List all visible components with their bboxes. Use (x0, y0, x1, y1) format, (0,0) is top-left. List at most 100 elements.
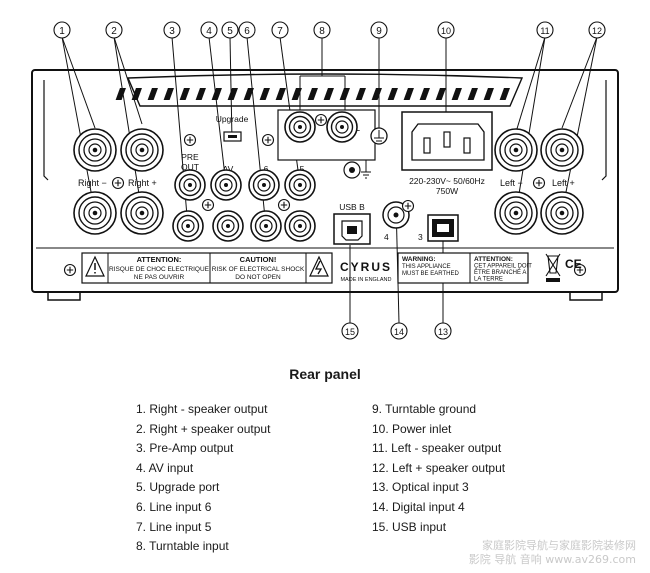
svg-text:Right +: Right + (128, 178, 157, 188)
svg-text:11: 11 (540, 26, 549, 36)
svg-text:ATTENTION:: ATTENTION: (137, 255, 182, 264)
callout-10: 10 (437, 21, 455, 39)
svg-text:NE PAS OUVRIR: NE PAS OUVRIR (134, 274, 185, 281)
callout-15: 15 (341, 322, 359, 340)
watermark-line-1: 家庭影院导航与家庭影院装修网 (482, 539, 636, 552)
rear-panel-diagram: 1 2 3 4 5 6 7 8 9 10 11 12 13 14 15 Righ… (31, 21, 619, 340)
left-minus-post-top (494, 128, 538, 172)
callout-6: 6 (238, 21, 256, 39)
svg-text:9: 9 (376, 26, 382, 37)
line5-right-jack (284, 210, 316, 242)
svg-text:2: 2 (111, 26, 117, 37)
callout-14: 14 (390, 322, 408, 340)
left-minus-post-bottom (494, 191, 538, 235)
turntable-input: R L (277, 109, 388, 179)
svg-text:OUT: OUT (181, 162, 199, 172)
right-plus-post-top (120, 128, 164, 172)
svg-text:12: 12 (592, 26, 602, 36)
svg-text:15: 15 (345, 327, 355, 337)
watermark-line-2: 影院 导航 音响 www.av269.com (468, 553, 636, 566)
legend-item: 2. Right + speaker output (136, 421, 271, 436)
svg-text:5: 5 (300, 164, 305, 174)
legend-item: 7. Line input 5 (136, 519, 212, 534)
legend-list-right: 9. Turntable ground 10. Power inlet 11. … (372, 400, 505, 537)
svg-text:8: 8 (319, 26, 325, 37)
svg-text:4: 4 (384, 232, 389, 242)
svg-text:PRE: PRE (181, 152, 199, 162)
svg-text:Right −: Right − (78, 178, 107, 188)
svg-text:CYRUS: CYRUS (340, 260, 392, 274)
legend-item: 10. Power inlet (372, 421, 452, 436)
svg-text:RISK OF ELECTRICAL SHOCK: RISK OF ELECTRICAL SHOCK (212, 266, 305, 273)
svg-text:6: 6 (264, 164, 269, 174)
svg-text:7: 7 (277, 26, 283, 37)
pre-out-right-jack (172, 210, 204, 242)
legend-item: 5. Upgrade port (136, 480, 220, 495)
legend-item: 12. Left + speaker output (372, 460, 506, 475)
svg-text:THIS APPLIANCE: THIS APPLIANCE (402, 264, 451, 270)
svg-text:MUST BE EARTHED: MUST BE EARTHED (402, 271, 459, 277)
callout-12: 12 (588, 21, 606, 39)
power-inlet: 220-230V~ 50/60Hz 750W (401, 111, 493, 196)
watermark: 家庭影院导航与家庭影院装修网 影院 导航 音响 www.av269.com (469, 539, 636, 567)
svg-text:ÊTRE BRANCHÉ A: ÊTRE BRANCHÉ A (474, 268, 526, 276)
right-plus-post-bottom (120, 191, 164, 235)
callout-9: 9 (370, 21, 388, 39)
warning-labels: ATTENTION: RISQUE DE CHOC ELECTRIQUE NE … (81, 252, 582, 284)
svg-text:Left −: Left − (500, 178, 523, 188)
svg-text:DO NOT OPEN: DO NOT OPEN (235, 274, 281, 281)
speaker-terminals: Right − Right + Left − Left + (73, 128, 584, 235)
svg-text:WARNING:: WARNING: (402, 256, 436, 263)
svg-text:CET APPAREIL DOIT: CET APPAREIL DOIT (474, 264, 532, 270)
line6-right-jack (250, 210, 282, 242)
svg-text:RISQUE DE CHOC ELECTRIQUE: RISQUE DE CHOC ELECTRIQUE (109, 266, 210, 273)
turntable-right-jack (284, 111, 316, 143)
legend-item: 4. AV input (136, 460, 194, 475)
svg-text:AV: AV (223, 164, 234, 174)
legend-item: 15. USB input (372, 519, 447, 534)
legend-item: 13. Optical input 3 (372, 480, 469, 495)
right-minus-post-bottom (73, 191, 117, 235)
svg-text:220-230V~ 50/60Hz: 220-230V~ 50/60Hz (409, 176, 485, 186)
callout-4: 4 (200, 21, 218, 39)
pre-out-left-jack (174, 169, 206, 201)
legend-item: 14. Digital input 4 (372, 499, 465, 514)
rca-inputs: PRE OUT L R AV 6 5 (172, 133, 316, 242)
legend-title: Rear panel (289, 366, 361, 382)
legend-item: 1. Right - speaker output (136, 402, 268, 416)
svg-text:ATTENTION:: ATTENTION: (474, 256, 513, 263)
svg-text:3: 3 (418, 232, 423, 242)
svg-text:750W: 750W (436, 186, 458, 196)
svg-text:6: 6 (244, 26, 250, 37)
svg-text:13: 13 (438, 327, 448, 337)
svg-text:MADE IN ENGLAND: MADE IN ENGLAND (340, 277, 391, 283)
legend-item: 3. Pre-Amp output (136, 441, 234, 456)
svg-text:3: 3 (169, 26, 175, 37)
line5-left-jack (284, 169, 316, 201)
legend-item: 9. Turntable ground (372, 402, 477, 416)
svg-text:14: 14 (394, 327, 404, 337)
callout-13: 13 (434, 322, 452, 340)
svg-text:10: 10 (441, 26, 451, 36)
callout-2: 2 (105, 21, 123, 39)
left-plus-post-top (540, 128, 584, 172)
right-minus-post-top (73, 128, 117, 172)
svg-text:1: 1 (59, 26, 65, 37)
digital-inputs: USB B 4 3 (333, 199, 459, 245)
av-right-jack (212, 210, 244, 242)
svg-text:CE: CE (565, 257, 582, 271)
callout-5: 5 (221, 21, 239, 39)
svg-text:Upgrade: Upgrade (216, 114, 249, 124)
upgrade-port: Upgrade (216, 114, 249, 142)
line6-left-jack (248, 169, 280, 201)
legend-item: 8. Turntable input (136, 539, 229, 554)
callout-11: 11 (536, 21, 554, 39)
svg-text:5: 5 (227, 26, 233, 37)
svg-text:CAUTION!: CAUTION! (240, 255, 277, 264)
left-plus-post-bottom (540, 191, 584, 235)
legend-item: 6. Line input 6 (136, 499, 212, 514)
svg-text:USB B: USB B (339, 202, 365, 212)
callout-1: 1 (53, 21, 71, 39)
callout-8: 8 (313, 21, 331, 39)
svg-text:Left +: Left + (552, 178, 575, 188)
